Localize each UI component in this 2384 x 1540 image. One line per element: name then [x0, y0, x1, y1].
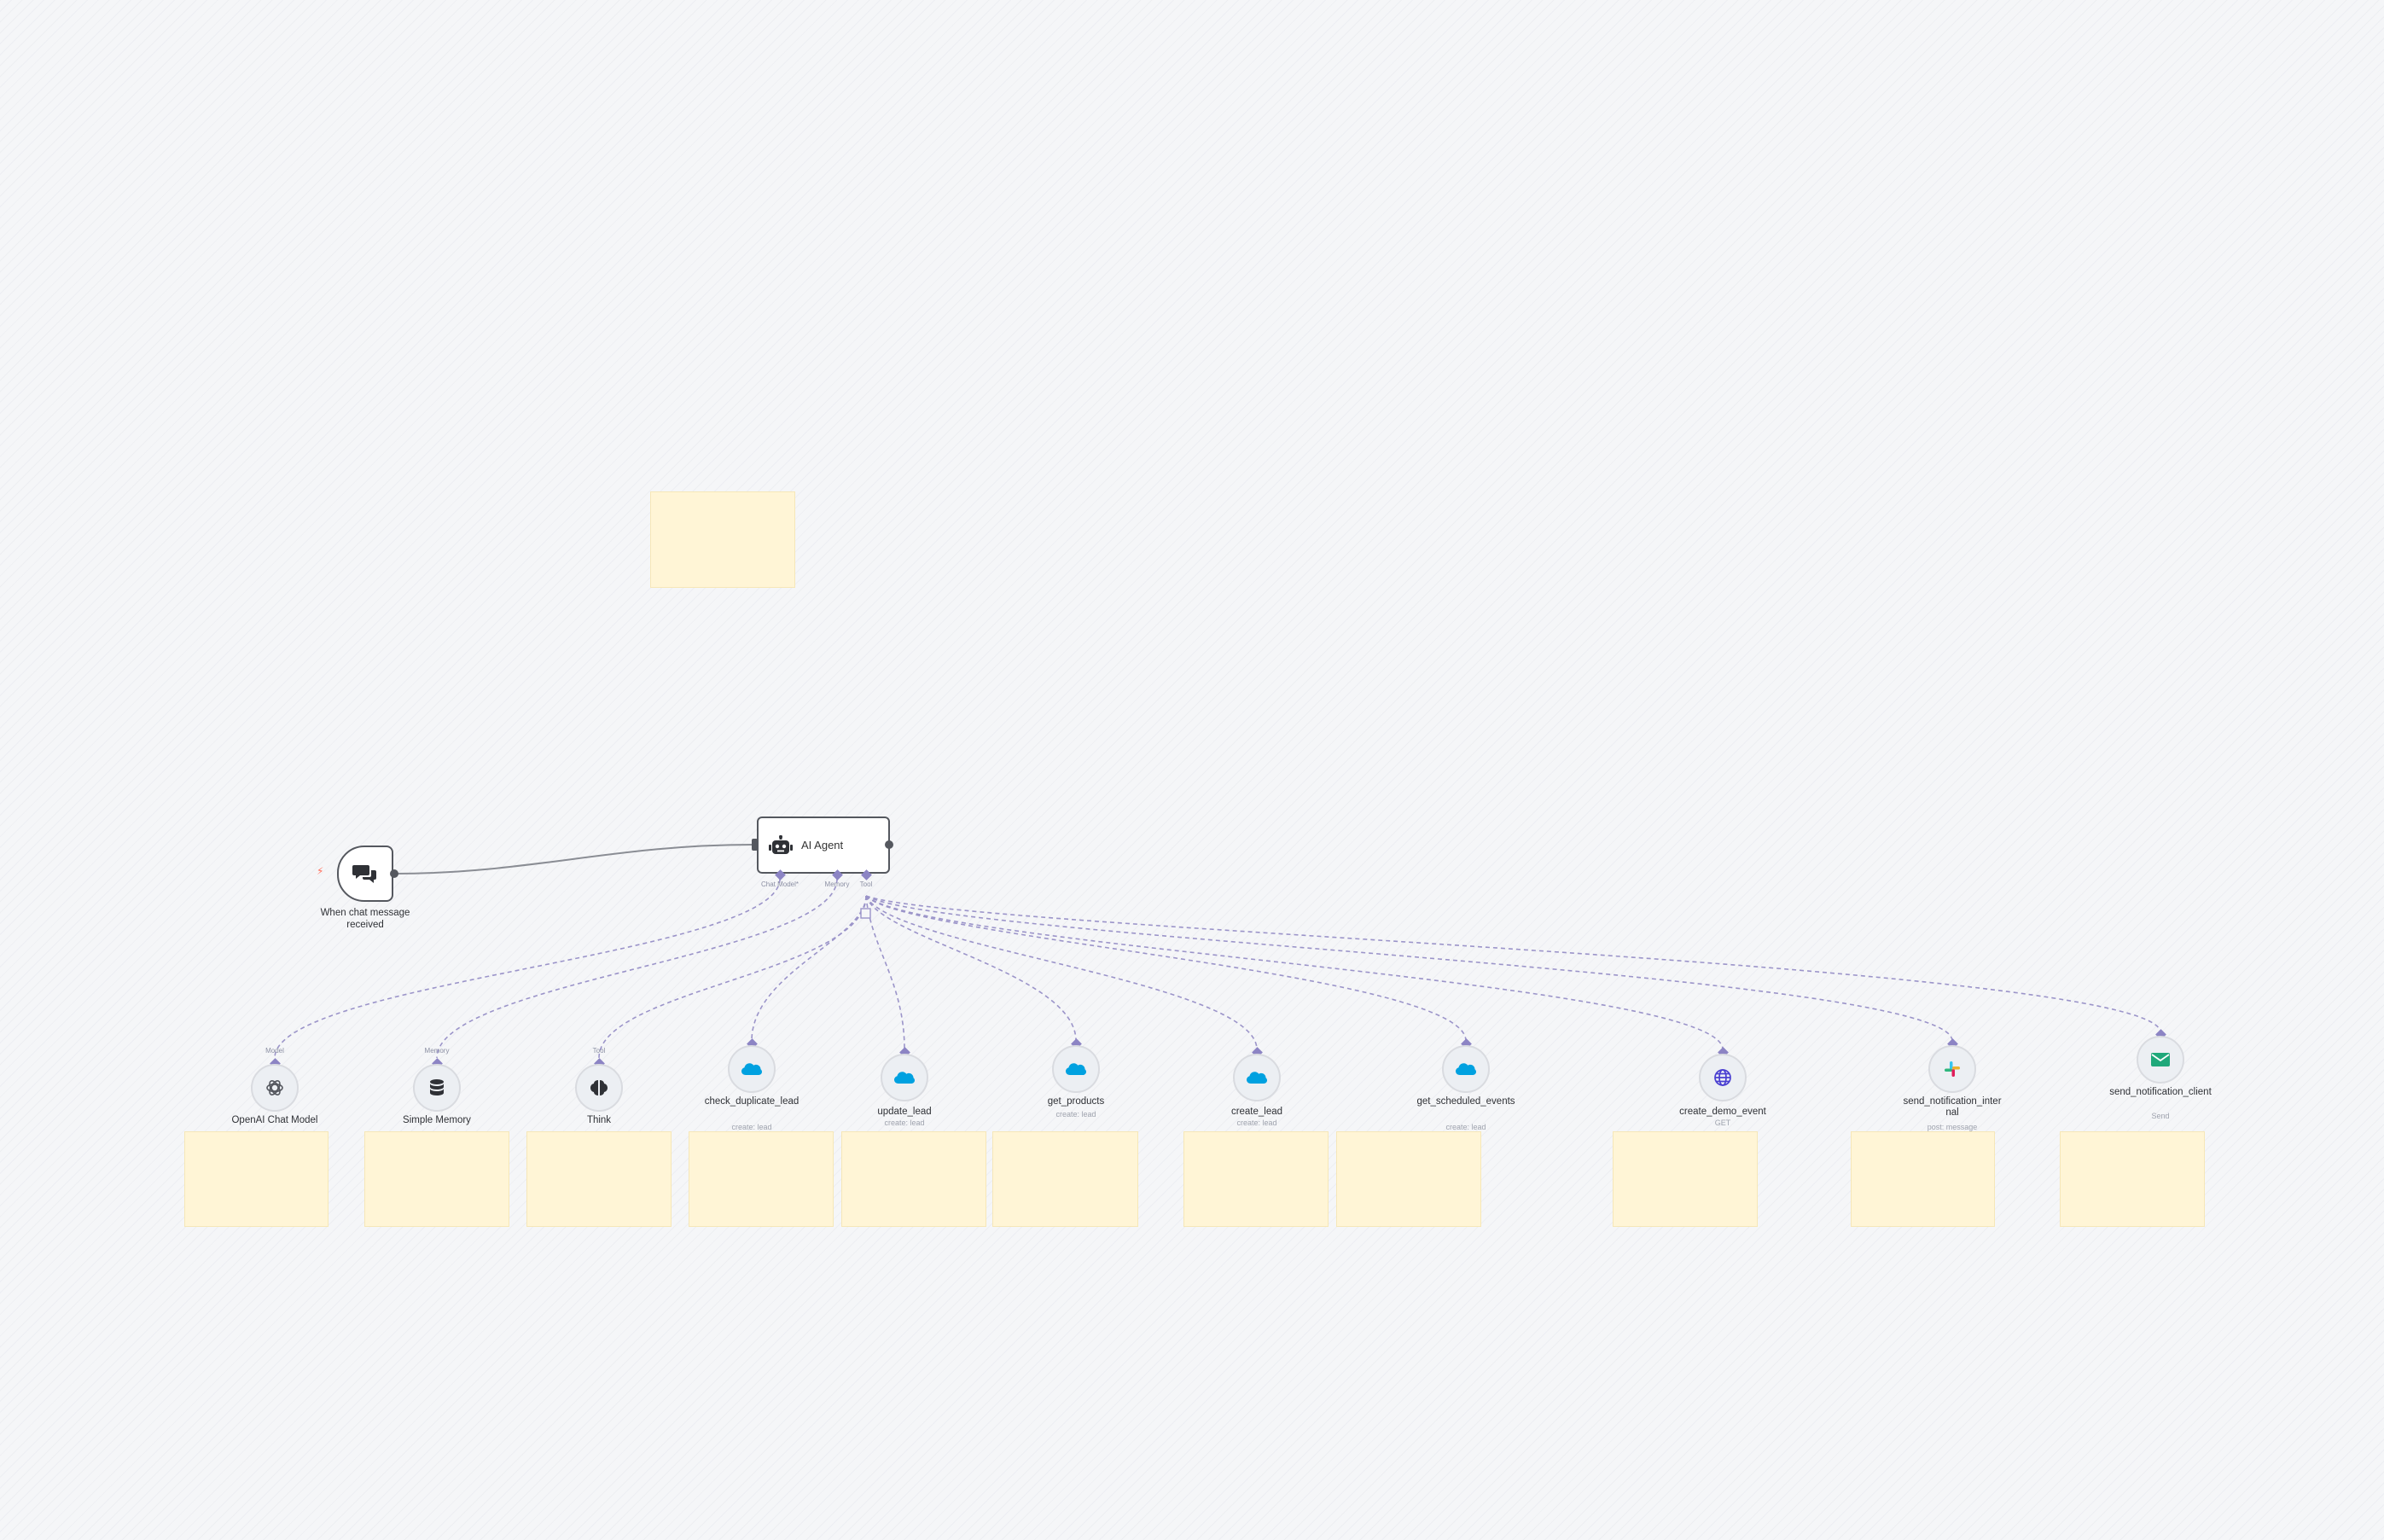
think-node-label: Think	[586, 1115, 612, 1125]
brain-icon	[590, 1080, 608, 1095]
check-duplicate-lead-node[interactable]	[728, 1045, 776, 1093]
sticky-note[interactable]	[1336, 1131, 1481, 1227]
send-notification-internal-subtitle: post: message	[1927, 1123, 1978, 1131]
send-notification-client-subtitle: Send	[2151, 1112, 2170, 1120]
wire-get-scheduled[interactable]	[865, 895, 1467, 1042]
wire-notify-internal[interactable]	[865, 895, 1953, 1042]
agent-input-handle[interactable]	[752, 839, 758, 851]
create-demo-event-subtitle: GET	[1714, 1119, 1731, 1127]
create-lead-subtitle: create: lead	[1236, 1119, 1277, 1127]
slack-icon	[1945, 1061, 1960, 1077]
update-lead-node[interactable]	[881, 1054, 928, 1101]
chat-trigger-node[interactable]	[337, 846, 393, 902]
sticky-note[interactable]	[689, 1131, 834, 1227]
sticky-note[interactable]	[1851, 1131, 1995, 1227]
salesforce-icon	[1066, 1062, 1086, 1075]
get-scheduled-events-label: get_scheduled_events	[1416, 1096, 1515, 1107]
agent-port-label-model: Chat Model*	[760, 880, 800, 888]
salesforce-icon	[741, 1062, 762, 1075]
create-demo-event-label: create_demo_event	[1679, 1107, 1766, 1117]
robot-icon	[769, 834, 793, 854]
salesforce-icon	[1456, 1062, 1476, 1075]
get-products-node[interactable]	[1052, 1045, 1100, 1093]
salesforce-icon	[894, 1071, 915, 1084]
update-lead-subtitle: create: lead	[884, 1119, 925, 1127]
database-icon	[430, 1079, 444, 1095]
ai-agent-node[interactable]: AI Agent	[757, 816, 890, 874]
sticky-note[interactable]	[841, 1131, 986, 1227]
think-port-label: Tool	[592, 1047, 606, 1055]
send-notification-client-label: send_notification_client	[2109, 1087, 2212, 1097]
agent-port-label-memory: Memory	[824, 880, 850, 888]
check-duplicate-lead-subtitle: create: lead	[731, 1123, 772, 1131]
wire-model[interactable]	[274, 878, 781, 1059]
openai-node-label: OpenAI Chat Model	[231, 1115, 318, 1125]
send-notification-internal-node[interactable]	[1928, 1045, 1976, 1093]
wire-notify-client[interactable]	[865, 895, 2161, 1033]
get-scheduled-events-node[interactable]	[1442, 1045, 1490, 1093]
sticky-note[interactable]	[184, 1131, 329, 1227]
openai-chat-model-node[interactable]	[251, 1064, 299, 1112]
wire-memory[interactable]	[436, 878, 838, 1059]
simple-memory-node[interactable]	[413, 1064, 461, 1112]
mail-icon	[2151, 1053, 2170, 1066]
sticky-note[interactable]	[2060, 1131, 2205, 1227]
tool-port-junction[interactable]	[860, 908, 871, 919]
check-duplicate-lead-label: check_duplicate_lead	[704, 1096, 800, 1107]
globe-icon	[1714, 1069, 1731, 1086]
sticky-note[interactable]	[992, 1131, 1138, 1227]
wire-think[interactable]	[598, 895, 867, 1059]
wire-create-demo[interactable]	[865, 895, 1724, 1050]
trigger-output-handle[interactable]	[390, 869, 398, 878]
sticky-note[interactable]	[1183, 1131, 1329, 1227]
chat-bubbles-icon	[352, 865, 376, 883]
wire-check-duplicate[interactable]	[751, 895, 867, 1042]
get-products-label: get_products	[1047, 1096, 1105, 1107]
memory-node-label: Simple Memory	[403, 1115, 471, 1125]
agent-port-label-tool: Tool	[859, 880, 873, 888]
salesforce-icon	[1247, 1071, 1267, 1084]
openai-port-label: Model	[265, 1047, 284, 1055]
main-connection[interactable]	[394, 844, 753, 875]
create-lead-node[interactable]	[1233, 1054, 1281, 1101]
send-notification-internal-label: send_notification_internal	[1903, 1096, 2002, 1118]
send-notification-client-node[interactable]	[2137, 1036, 2184, 1084]
create-lead-label: create_lead	[1230, 1107, 1283, 1117]
think-node[interactable]	[575, 1064, 623, 1112]
agent-title: AI Agent	[801, 839, 844, 851]
sticky-note[interactable]	[1613, 1131, 1758, 1227]
memory-port-label: Memory	[424, 1047, 450, 1055]
wire-create-lead[interactable]	[865, 895, 1258, 1050]
update-lead-label: update_lead	[877, 1107, 932, 1117]
create-demo-event-node[interactable]	[1699, 1054, 1747, 1101]
agent-output-handle[interactable]	[885, 840, 893, 849]
get-products-subtitle: create: lead	[1055, 1110, 1096, 1119]
get-scheduled-events-subtitle: create: lead	[1445, 1123, 1486, 1131]
trigger-bolt-icon: ⚡	[317, 865, 324, 877]
sticky-note[interactable]	[364, 1131, 509, 1227]
trigger-node-label: When chat message received	[320, 908, 410, 930]
sticky-note[interactable]	[650, 491, 795, 588]
openai-icon	[266, 1080, 283, 1095]
sticky-note[interactable]	[526, 1131, 672, 1227]
